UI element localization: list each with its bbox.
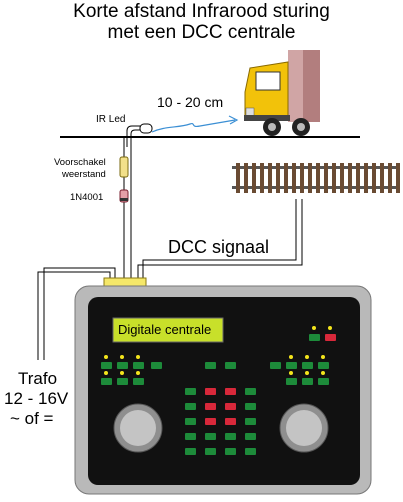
function-button[interactable] <box>101 378 112 385</box>
function-led <box>104 371 108 375</box>
track-sleeper <box>356 163 360 193</box>
function-led <box>305 371 309 375</box>
function-button[interactable] <box>318 362 329 369</box>
track-sleeper <box>308 163 312 193</box>
keypad-button[interactable] <box>185 388 196 395</box>
track-sleeper <box>252 163 256 193</box>
keypad-button[interactable] <box>245 388 256 395</box>
keypad-button[interactable] <box>185 448 196 455</box>
function-led <box>289 371 293 375</box>
track-sleeper <box>388 163 392 193</box>
track-sleeper <box>316 163 320 193</box>
function-button[interactable] <box>302 362 313 369</box>
diode-label: 1N4001 <box>70 192 104 203</box>
function-button[interactable] <box>117 378 128 385</box>
function-led <box>289 355 293 359</box>
ir-beam <box>151 119 236 133</box>
track-sleeper <box>260 163 264 193</box>
diagram-title-line2: met een DCC centrale <box>107 22 296 43</box>
keypad-button[interactable] <box>225 388 236 395</box>
resistor <box>119 156 129 178</box>
function-button[interactable] <box>133 362 144 369</box>
track-sleeper <box>332 163 336 193</box>
track-sleeper <box>348 163 352 193</box>
function-button[interactable] <box>133 378 144 385</box>
centrale-display <box>112 317 224 343</box>
keypad-button[interactable] <box>205 448 216 455</box>
function-button[interactable] <box>286 362 297 369</box>
keypad-button[interactable] <box>225 403 236 410</box>
function-button[interactable] <box>302 378 313 385</box>
mode-button[interactable] <box>225 362 236 369</box>
function-button[interactable] <box>101 362 112 369</box>
trafo-label-line2: 12 - 16V <box>4 389 69 408</box>
loc-button[interactable] <box>151 362 162 369</box>
track-sleeper <box>268 163 272 193</box>
status-led <box>312 326 316 330</box>
track-sleeper <box>292 163 296 193</box>
keypad-button[interactable] <box>205 433 216 440</box>
function-button[interactable] <box>318 378 329 385</box>
track-sleeper <box>284 163 288 193</box>
function-led <box>104 355 108 359</box>
function-button[interactable] <box>117 362 128 369</box>
track-sleeper <box>300 163 304 193</box>
track-sleeper <box>364 163 368 193</box>
railway-track <box>232 163 400 193</box>
centrale-display-text: Digitale centrale <box>118 322 212 337</box>
keypad-button[interactable] <box>205 418 216 425</box>
function-led <box>120 355 124 359</box>
stop-button[interactable] <box>325 334 336 341</box>
track-sleeper <box>324 163 328 193</box>
track-sleeper <box>244 163 248 193</box>
digitale-centrale-device <box>74 285 372 495</box>
trafo-label-line3: ~ of = <box>10 409 54 428</box>
diagram-title-line1: Korte afstand Infrarood sturing <box>73 1 330 22</box>
distance-label: 10 - 20 cm <box>157 94 224 110</box>
track-sleeper <box>340 163 344 193</box>
track-sleeper <box>236 163 240 193</box>
trafo-label-line1: Trafo <box>18 369 58 388</box>
function-button[interactable] <box>286 378 297 385</box>
dcc-signal-label: DCC signaal <box>168 237 270 257</box>
function-led <box>136 355 140 359</box>
keypad-button[interactable] <box>185 418 196 425</box>
loc-button[interactable] <box>270 362 281 369</box>
track-sleeper <box>276 163 280 193</box>
function-led <box>305 355 309 359</box>
keypad-button[interactable] <box>225 433 236 440</box>
keypad-button[interactable] <box>225 448 236 455</box>
keypad-button[interactable] <box>205 403 216 410</box>
track-sleeper <box>396 163 400 193</box>
truck-illustration <box>244 50 320 136</box>
keypad-button[interactable] <box>185 433 196 440</box>
function-led <box>321 371 325 375</box>
track-sleeper <box>380 163 384 193</box>
keypad-button[interactable] <box>185 403 196 410</box>
keypad-button[interactable] <box>245 403 256 410</box>
function-led <box>120 371 124 375</box>
resistor-label-line2: weerstand <box>62 169 106 180</box>
ir-led <box>139 123 153 134</box>
truck-window <box>255 71 281 91</box>
go-button[interactable] <box>309 334 320 341</box>
status-led <box>328 326 332 330</box>
keypad-button[interactable] <box>205 388 216 395</box>
keypad-button[interactable] <box>225 418 236 425</box>
menu-button[interactable] <box>205 362 216 369</box>
ir-led-label: IR Led <box>96 114 126 125</box>
function-led <box>321 355 325 359</box>
track-sleeper <box>372 163 376 193</box>
keypad-button[interactable] <box>245 448 256 455</box>
keypad-button[interactable] <box>245 418 256 425</box>
keypad-button[interactable] <box>245 433 256 440</box>
resistor-label-line1: Voorschakel <box>54 157 106 168</box>
function-led <box>136 371 140 375</box>
